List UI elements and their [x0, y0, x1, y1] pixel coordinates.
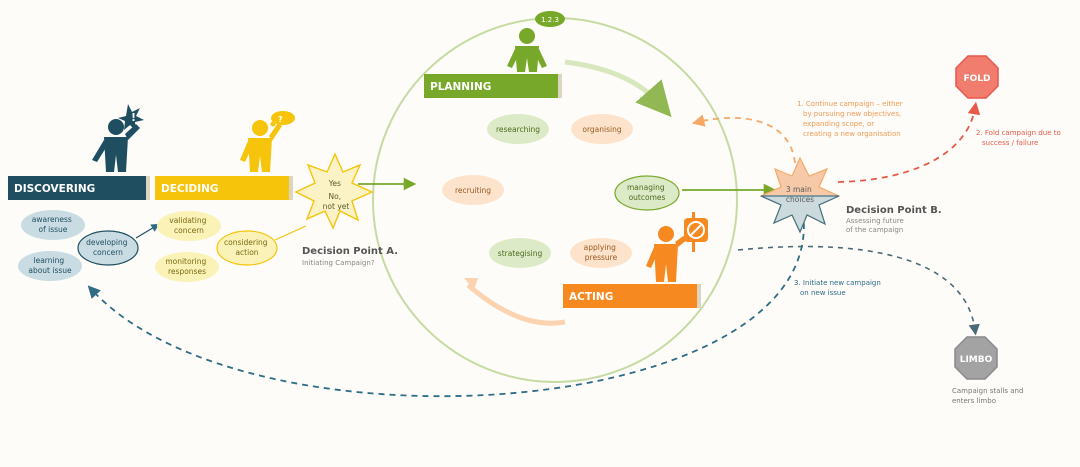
- svg-text:3. Initiate new campaign o: 3. Initiate new campaign on new issue: [794, 279, 883, 297]
- continue-line-1: 1. Continue campaign – either: [797, 100, 903, 108]
- considering-bubble: [216, 230, 278, 266]
- learning-line-2: about issue: [28, 266, 72, 275]
- fold-choice-line-1: 2. Fold campaign due to: [976, 129, 1061, 137]
- svg-text:awareness of issue: awareness of issue: [32, 215, 74, 234]
- recruiting-label: recruiting: [455, 186, 491, 195]
- thought-icon: ?: [278, 115, 283, 124]
- developing-line-2: concern: [93, 248, 123, 257]
- decision-b-line-1: 3 main: [786, 185, 812, 194]
- organising-label: organising: [582, 125, 621, 134]
- svg-text:monitoring responses: monitoring responses: [165, 257, 208, 276]
- applying-line-1: applying: [584, 243, 616, 252]
- cycle-arrow-top: [564, 59, 672, 118]
- acting-bar: [563, 284, 697, 308]
- limbo-caption-2: enters limbo: [952, 397, 996, 405]
- discovering-bar: [8, 176, 146, 200]
- strategising-label: strategising: [498, 249, 543, 258]
- monitoring-line-2: responses: [168, 267, 206, 276]
- decision-a-subtitle: Initiating Campaign?: [302, 259, 375, 267]
- deciding-figure-icon: [240, 111, 295, 172]
- awareness-line-1: awareness: [32, 215, 72, 224]
- continue-line-2: by pursuing new objectives,: [803, 110, 901, 118]
- deciding-label: DECIDING: [161, 183, 219, 195]
- validating-line-1: validating: [169, 216, 206, 225]
- awareness-line-2: of issue: [39, 225, 68, 234]
- limbo-arrow: [737, 245, 980, 336]
- cycle-arrow-bottom-head: [464, 278, 478, 290]
- decision-a-yes: Yes: [328, 179, 341, 188]
- deciding-bar: [155, 176, 289, 200]
- svg-text:validating concern: validating concern: [169, 216, 209, 235]
- decision-a-star: [294, 152, 374, 230]
- learning-bubble: [18, 251, 82, 281]
- cycle-arrow-bottom: [466, 283, 566, 326]
- discovering-label: DISCOVERING: [14, 183, 95, 195]
- considering-line-2: action: [235, 248, 258, 257]
- planning-badge-bubble: [535, 11, 565, 27]
- researching-label: researching: [496, 125, 540, 134]
- continue-arrow: [691, 114, 796, 164]
- fold-choice-line-2: success / failure: [982, 139, 1038, 147]
- svg-text:Assessing future of the ca: Assessing future of the campaign: [846, 217, 906, 234]
- fold-label: FOLD: [963, 74, 990, 84]
- developing-to-validating-arrow: [135, 223, 160, 239]
- fold-octagon: [955, 55, 999, 99]
- considering-line-1: considering: [224, 238, 268, 247]
- monitoring-bubble: [155, 252, 219, 282]
- cycle-circle: [372, 17, 738, 383]
- exclamation-icon: !: [131, 111, 136, 124]
- svg-text:developing concern: developing concern: [86, 238, 130, 257]
- validating-line-2: concern: [174, 226, 204, 235]
- researching-bubble: [487, 114, 549, 144]
- decision-b-subtitle-2: of the campaign: [846, 226, 903, 234]
- decision-a-no: No,: [329, 192, 342, 201]
- decision-a-not-yet: not yet: [323, 202, 350, 211]
- acting-label: ACTING: [569, 291, 613, 303]
- validating-bubble: [157, 211, 221, 241]
- svg-text:1. Continue campaign – either: 1. Continue campaign – either by pursuin…: [797, 100, 905, 138]
- svg-text:2. Fold campaign due to su: 2. Fold campaign due to success / failur…: [976, 129, 1063, 147]
- developing-line-1: developing: [86, 238, 128, 247]
- applying-line-2: pressure: [585, 253, 618, 262]
- svg-text:Campaign stalls and enters: Campaign stalls and enters limbo: [952, 387, 1026, 405]
- limbo-octagon: [954, 336, 998, 380]
- managing-bubble: [614, 175, 680, 211]
- managing-line-2: outcomes: [629, 193, 666, 202]
- limbo-label: LIMBO: [960, 355, 993, 365]
- svg-text:applying pressure: applying pressure: [584, 243, 619, 262]
- organising-bubble: [571, 114, 633, 144]
- developing-bubble: [77, 230, 139, 266]
- continue-line-4: creating a new organisation: [803, 130, 901, 138]
- svg-text:considering action: considering action: [224, 238, 270, 257]
- planning-label: PLANNING: [430, 81, 491, 93]
- applying-bubble: [570, 238, 632, 268]
- svg-text:3 main choices: 3 main choices: [786, 185, 814, 204]
- fold-arrow: [837, 101, 981, 183]
- continue-line-3: expanding scope, or: [803, 120, 874, 128]
- limbo-caption-1: Campaign stalls and: [952, 387, 1023, 395]
- planning-figure-icon: [507, 28, 547, 72]
- planning-badge: 1.2.3: [541, 16, 559, 24]
- awareness-bubble: [21, 210, 85, 240]
- discovering-figure-icon: [92, 104, 144, 172]
- decision-b-title: Decision Point B.: [846, 205, 942, 216]
- managing-line-1: managing: [627, 183, 665, 192]
- no-sign-icon: [687, 221, 705, 239]
- recruiting-bubble: [442, 175, 504, 205]
- new-issue-line-1: 3. Initiate new campaign: [794, 279, 881, 287]
- decision-b-line-2: choices: [786, 195, 814, 204]
- strategising-bubble: [489, 238, 551, 268]
- svg-text:learning about issue: learning about issue: [28, 256, 72, 275]
- decision-b-subtitle-1: Assessing future: [846, 217, 904, 225]
- svg-text:managing outcomes: managing outcomes: [627, 183, 667, 202]
- considering-to-decision-a-arrow: [274, 225, 307, 241]
- decision-a-title: Decision Point A.: [302, 246, 398, 257]
- learning-line-1: learning: [34, 256, 65, 265]
- planning-bar: [424, 74, 558, 98]
- monitoring-line-1: monitoring: [165, 257, 206, 266]
- svg-text:Yes No, not yet: Yes No, not yet: [323, 179, 350, 211]
- new-issue-line-2: on new issue: [800, 289, 846, 297]
